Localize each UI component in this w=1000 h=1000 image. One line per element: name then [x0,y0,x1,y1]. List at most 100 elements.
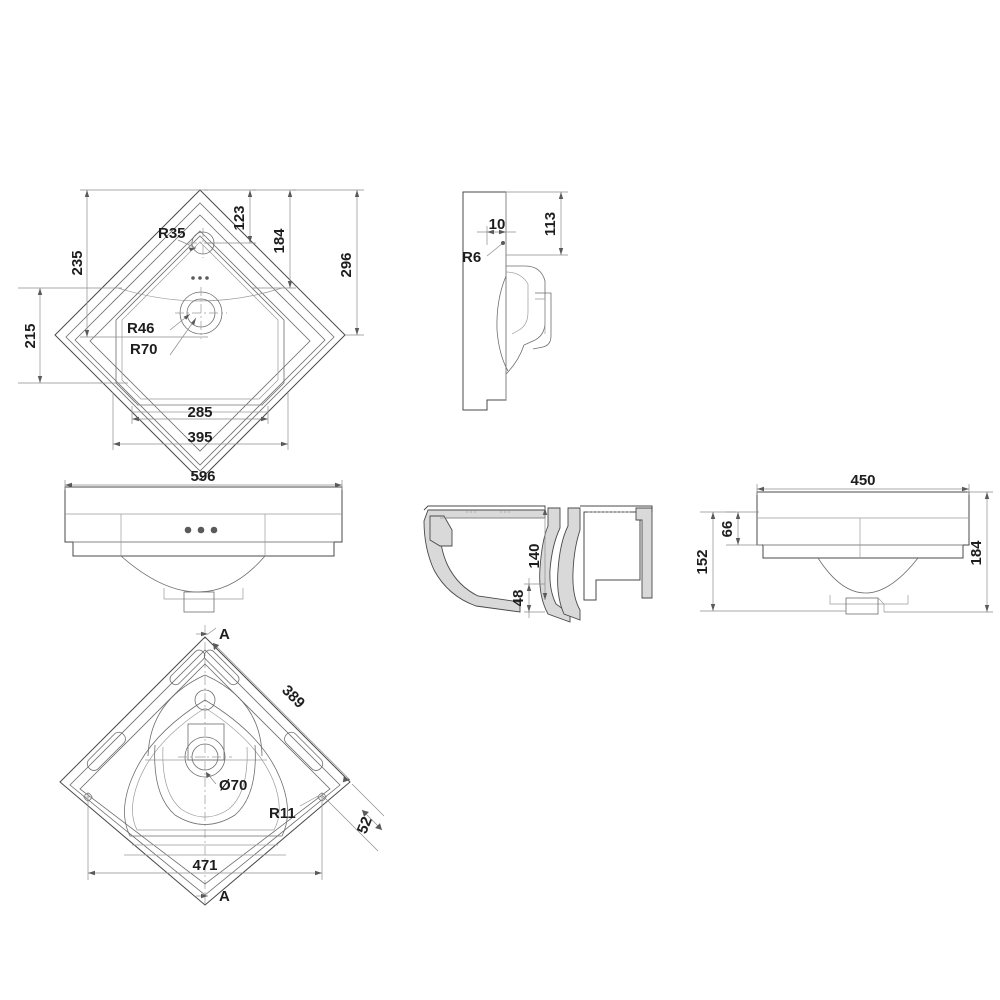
bottom-u-contour-inner [162,746,248,818]
dim-184-plan-label: 184 [271,228,288,254]
dim-215-label: 215 [22,323,39,348]
radius-r11: R11 [269,795,319,822]
plan-bowl-pentagon [115,235,285,406]
bottom-rear-ridge [147,674,263,757]
section-mark-a-top-label: A [219,626,230,643]
dim-66-label: 66 [719,521,736,538]
front-bowl-arc [120,555,266,593]
dim-66: 66 [719,511,762,546]
radius-r70-label: R70 [130,341,158,358]
radius-r11-label: R11 [269,805,296,822]
dim-52-label: 52 [354,814,376,836]
dim-471-label: 471 [192,857,217,874]
diameter-70-label: Ø70 [219,777,247,794]
dim-152-label: 152 [694,549,711,574]
radius-r70: R70 [130,317,197,358]
dim-184-right: 184 [884,491,993,613]
bottom-u-contour-outer [154,744,256,825]
bottom-slot-side-left [86,731,126,771]
right-bowl-base [829,595,909,605]
dim-450: 450 [756,472,970,495]
right-lower-lip [762,545,964,559]
plan-tap-mark-1 [191,276,195,280]
side-bowl-inner [505,271,529,335]
radius-r46: R46 [127,313,191,337]
view-side-top-right: R6 10 113 [462,191,568,411]
dim-596: 596 [64,468,343,490]
dim-140-label: 140 [526,543,543,568]
dim-123-label: 123 [231,205,248,230]
dim-596-label: 596 [190,468,215,485]
dim-152: 152 [694,511,846,612]
dim-10: 10 [477,192,516,245]
dim-235-label: 235 [69,250,86,275]
bottom-faucet-mount [187,723,225,761]
dim-450-label: 450 [850,472,875,489]
side-fin-inner [535,298,546,334]
radius-r6-label: R6 [462,249,481,266]
dim-296-label: 296 [338,252,355,277]
bottom-rim-band [79,663,331,885]
right-upper-body [756,491,970,546]
dim-123: 123 [204,189,256,244]
plan-outer-diamond [54,189,346,481]
front-tap-hole-2 [197,526,205,534]
section-left-boss [429,515,453,547]
bottom-slot-rear-right [203,649,240,686]
dim-10-label: 10 [489,216,506,233]
dim-285-label: 285 [187,404,212,421]
bottom-slot-rear-left [169,649,206,686]
bottom-bowl-outline [124,699,288,837]
dim-471: 471 [88,857,322,876]
front-lower-lip [72,542,335,557]
dim-235: 235 [69,189,208,338]
section-rim-left [423,505,546,511]
plan-diamond-offset-2 [74,214,326,466]
right-pedestal-edge [877,597,885,612]
radius-r35: R35 [158,225,197,252]
dim-52: 52 [321,783,385,852]
plan-tap-mark-2 [198,276,202,280]
bottom-diamond-offset [69,649,341,896]
bottom-tap-hole [194,689,216,711]
radius-r35-label: R35 [158,225,186,242]
radius-r46-label: R46 [127,320,155,337]
dim-296: 296 [292,189,364,336]
dim-184-plan: 184 [252,189,296,289]
dim-389-label: 389 [278,682,308,712]
right-bowl-arc [817,557,919,594]
right-pedestal-stub [845,597,879,615]
view-side-mid-right: 450 66 152 [694,472,993,615]
dim-48: 48 [510,578,545,618]
view-section-aa: 140 48 [423,505,653,623]
dim-285: 285 [131,404,269,424]
dim-395: 395 [112,392,289,450]
section-right-block [583,511,641,601]
view-plan-bottom: 471 389 52 Ø70 [59,625,385,906]
plan-tap-mark-3 [205,276,209,280]
section-mark-a-bottom: A [196,888,230,905]
radius-r6: R6 [462,241,505,266]
plan-splash-arc [117,287,283,302]
front-tap-hole-1 [184,526,192,534]
dim-113: 113 [506,191,568,256]
plan-rim-diamond [89,230,311,452]
dim-184-right-label: 184 [968,540,985,566]
side-fin-detail [532,292,552,350]
dim-395-label: 395 [187,429,212,446]
plan-diamond-offset-1 [65,202,335,472]
front-upper-body [64,486,343,543]
dim-48-label: 48 [510,590,527,607]
dim-140: 140 [526,508,548,600]
view-plan-top-left: 235 215 123 [18,189,364,481]
side-bowl-underside [496,275,509,372]
section-mark-a-top: A [196,626,230,643]
bottom-outer-diamond [59,636,351,906]
bottom-slot-side-right [284,731,324,771]
dim-215: 215 [18,287,128,384]
front-pedestal-stub [183,591,215,613]
diameter-70: Ø70 [205,771,247,794]
front-tap-hole-3 [210,526,218,534]
